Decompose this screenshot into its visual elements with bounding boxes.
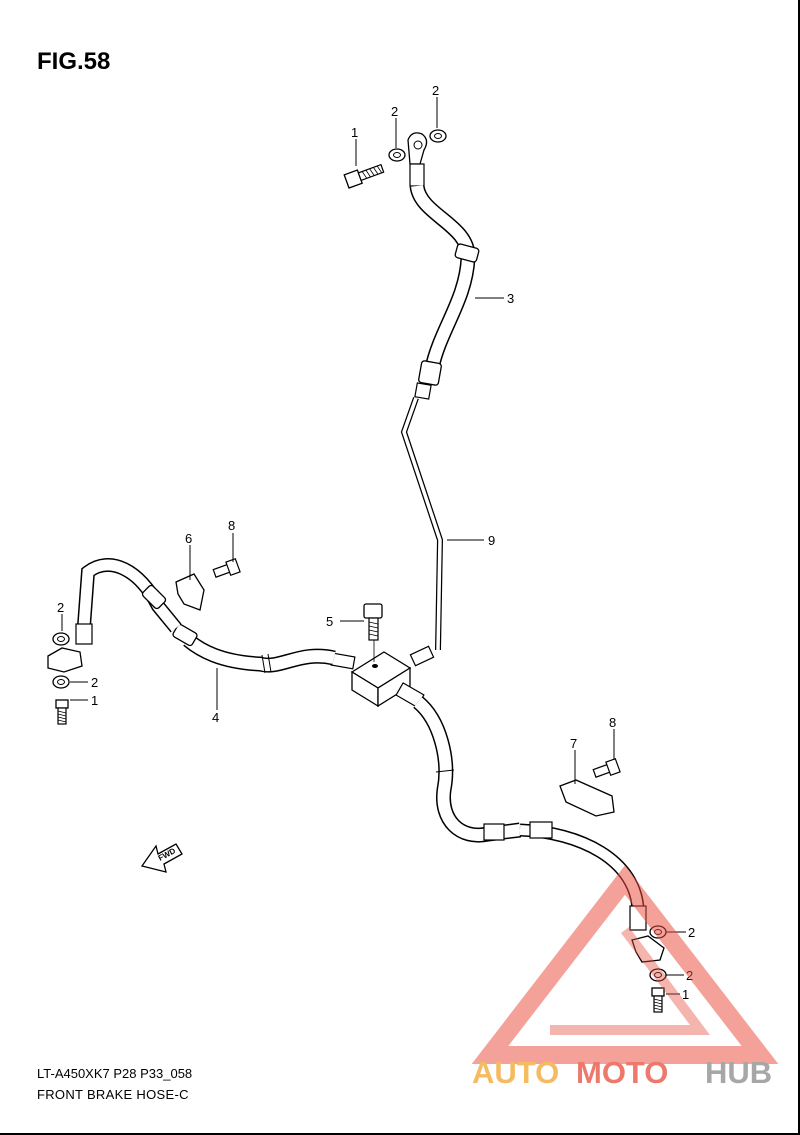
callout-8-left: 8 <box>228 518 235 533</box>
clamp-bracket-left <box>175 557 241 611</box>
figure-name: FRONT BRAKE HOSE-C <box>37 1087 189 1102</box>
watermark-text-moto: MOTO <box>576 1055 668 1090</box>
banjo-bolt-right <box>651 987 665 1013</box>
callout-1-left: 1 <box>91 693 98 708</box>
callout-1-right: 1 <box>682 987 689 1002</box>
brake-pipe <box>400 397 444 667</box>
callout-9: 9 <box>488 533 495 548</box>
right-brake-hose <box>395 682 667 1013</box>
watermark-text-auto: AUTO <box>472 1055 559 1090</box>
left-brake-hose <box>47 557 356 725</box>
callout-6: 6 <box>185 531 192 546</box>
callout-3: 3 <box>507 291 514 306</box>
banjo-bolt-top <box>343 163 385 189</box>
three-way-joint <box>350 603 412 708</box>
callout-1-top: 1 <box>351 125 358 140</box>
fwd-arrow: FWD <box>140 843 183 873</box>
figure-title: FIG.58 <box>37 48 111 75</box>
callout-8-right: 8 <box>609 715 616 730</box>
model-code: LT-A450XK7 P28 P33_058 <box>37 1066 193 1081</box>
callout-2-left-b: 2 <box>91 675 98 690</box>
callout-7: 7 <box>570 736 577 751</box>
watermark-text-hub: HUB <box>705 1055 772 1090</box>
watermark-logo: AUTO MOTO HUB <box>471 865 779 1090</box>
callout-2-top-a: 2 <box>391 104 398 119</box>
upper-brake-hose <box>343 129 480 400</box>
washer-top-2 <box>429 129 447 143</box>
banjo-bolt-left <box>55 699 69 725</box>
callout-2-top-b: 2 <box>432 83 439 98</box>
callout-4: 4 <box>212 710 219 725</box>
clamp-bracket-right <box>559 757 621 817</box>
washer-left-1 <box>52 632 70 646</box>
washer-top-1 <box>388 148 406 162</box>
callout-2-right-a: 2 <box>688 925 695 940</box>
leader-lines <box>61 97 686 995</box>
washer-left-2 <box>52 675 70 689</box>
callout-5: 5 <box>326 614 333 629</box>
callout-2-left-a: 2 <box>57 600 64 615</box>
joint-bolt <box>363 603 383 641</box>
